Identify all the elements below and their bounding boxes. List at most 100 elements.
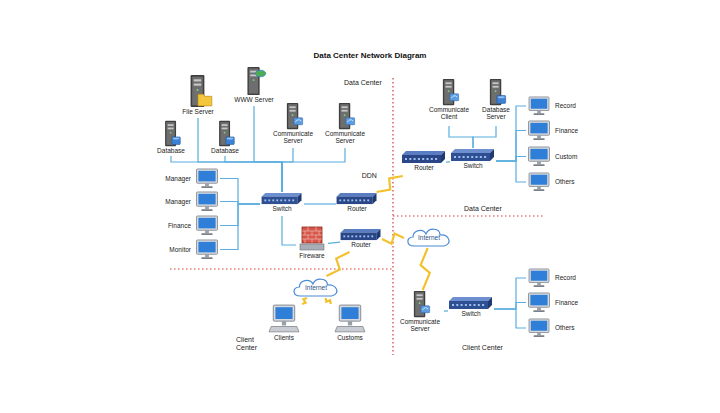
drive-bay (222, 128, 228, 130)
device-port (292, 199, 294, 201)
comm-swoosh (347, 120, 353, 122)
server-icon (268, 102, 318, 130)
label-group: Custom (552, 153, 588, 160)
monitor-base (201, 233, 212, 235)
switch-icon (260, 192, 304, 205)
device-port (422, 158, 424, 160)
network-cable (171, 156, 282, 192)
device-port (351, 235, 353, 237)
device-port (469, 304, 471, 306)
monitor-stand (205, 206, 209, 209)
network-cable (220, 204, 260, 250)
server-icon (206, 120, 244, 147)
device-port (409, 158, 411, 160)
device-port (363, 235, 365, 237)
device-label: Switch (448, 310, 494, 317)
diagram-title: Data Center Network Diagram (250, 51, 490, 60)
server-node: WWW Server (230, 66, 278, 106)
monitor-base (201, 257, 212, 259)
device-label: Router (340, 241, 382, 248)
monitor-stand (537, 333, 541, 336)
switch-node: Switch (260, 192, 304, 216)
monitor-bezel (339, 305, 360, 321)
label-group: Record (552, 274, 588, 281)
device-port (405, 158, 407, 160)
label-group: Manager (140, 175, 194, 182)
server-node: File Server (176, 74, 220, 118)
label-group: Others (552, 178, 588, 185)
router-node: Router (402, 150, 446, 176)
drive-bay (290, 106, 296, 108)
workstation-node: Record (526, 96, 588, 116)
network-cable (304, 203, 336, 204)
device-port (343, 235, 345, 237)
device-label: Internet (290, 284, 342, 291)
drive-bay (168, 128, 174, 130)
server-node: Database Server (474, 78, 518, 126)
network-cable (282, 148, 345, 192)
device-port (359, 199, 361, 201)
workstation-node: Others (526, 172, 588, 192)
monitor-screen (531, 175, 547, 185)
device-port (339, 199, 341, 201)
device-label: Database (206, 147, 244, 154)
device-label: Finance (140, 222, 194, 229)
device-label: Switch (450, 162, 496, 169)
switch-node: Switch (450, 148, 496, 174)
monitor-icon (526, 268, 552, 288)
device-label: Switch (260, 205, 304, 212)
monitor-screen (198, 194, 215, 205)
workstation-node: Record (526, 268, 588, 288)
device-port (347, 199, 349, 201)
router-node: Router (336, 192, 378, 216)
firewall-node: Fireware (296, 226, 328, 264)
monitor-base (201, 186, 212, 188)
drive-bay (417, 298, 423, 300)
device-side (488, 297, 492, 309)
device-label: Clients (262, 334, 306, 341)
wireless-link (302, 298, 307, 304)
server-node: Communicate Server (320, 102, 370, 148)
monitor-bezel (529, 173, 549, 187)
label-group: Manager (140, 198, 194, 205)
drive-bay (194, 79, 201, 81)
monitor-base (201, 209, 212, 211)
network-cable (254, 106, 282, 192)
monitor-screen (198, 171, 215, 182)
network-cable (494, 303, 526, 310)
device-front (402, 155, 441, 163)
device-label: Communicate Server (320, 130, 370, 144)
device-side (373, 193, 377, 204)
device-label: Monitor (140, 246, 194, 253)
comm-swoosh (422, 308, 428, 310)
label-group: Finance (140, 222, 194, 229)
comm-badge (346, 118, 355, 125)
device-front (337, 197, 373, 204)
device-port (371, 235, 373, 237)
drive-bay (446, 86, 452, 88)
drive-bay (493, 86, 499, 88)
device-front (449, 301, 488, 309)
server-icon (320, 102, 370, 130)
drive-bay (446, 82, 452, 84)
device-label: Others (552, 178, 588, 185)
monitor-screen (341, 307, 358, 319)
monitor-screen (198, 218, 215, 229)
disk-badge (497, 96, 506, 104)
comm-swoosh (451, 96, 457, 98)
zone-label: Client Center (462, 344, 522, 352)
switch-node: Switch (448, 296, 494, 322)
monitor-stand (205, 183, 209, 186)
monitor-bezel (529, 97, 549, 111)
device-label: Internet (404, 234, 454, 241)
monitor-screen (531, 271, 547, 281)
label-group: Finance (552, 127, 588, 134)
monitor-stand (348, 321, 352, 325)
server-icon (230, 66, 278, 96)
workstation-node: Finance (526, 292, 588, 313)
wireless-link (382, 234, 404, 244)
device-label: Record (552, 274, 588, 281)
network-cable (496, 161, 526, 182)
server-case (339, 103, 350, 129)
monitor-stand (537, 111, 541, 114)
